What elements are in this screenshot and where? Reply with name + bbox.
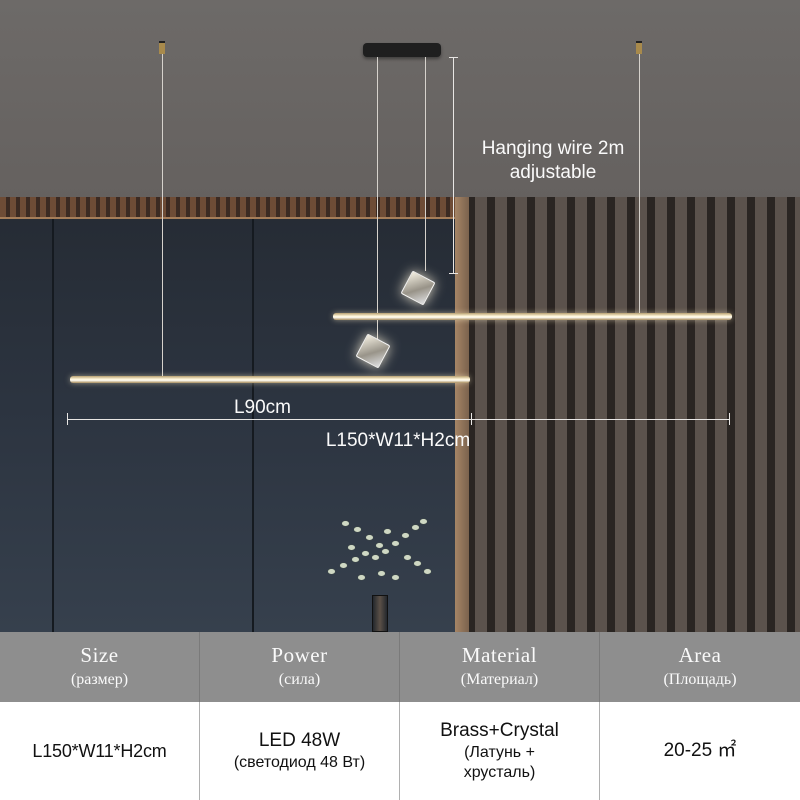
header-area-ru: (Площадь) (663, 671, 737, 688)
wall-edge (455, 197, 469, 632)
wire (425, 57, 426, 271)
header-area-en: Area (678, 643, 722, 667)
dim-tick (449, 273, 458, 274)
dim-tick (449, 57, 458, 58)
dim-tick (729, 413, 730, 425)
header-material-ru: (Материал) (460, 671, 539, 688)
power-value-ru: (светодиод 48 Вт) (233, 754, 366, 771)
cell-area: 20-25 ㎡ (600, 702, 800, 800)
header-material: Material (Материал) (400, 632, 600, 702)
header-material-en: Material (461, 643, 538, 667)
panel-seam (52, 219, 54, 632)
header-size-en: Size (80, 643, 119, 667)
header-area: Area (Площадь) (600, 632, 800, 702)
product-photo: Hanging wire 2m adjustable L90cm L150*W1… (0, 0, 800, 632)
cell-size: L150*W11*H2cm (0, 702, 200, 800)
dim-tick (471, 413, 472, 425)
header-power-en: Power (271, 643, 328, 667)
header-power-ru: (сила) (278, 671, 321, 688)
vase (372, 595, 388, 632)
panel-seam (252, 219, 254, 632)
material-value-ru-line2: хрусталь) (463, 764, 536, 781)
length-dimension-line (67, 419, 730, 420)
wire (639, 54, 640, 314)
header-size: Size (размер) (0, 632, 200, 702)
slatted-wall (455, 197, 800, 632)
ceiling-mount-right (636, 41, 642, 54)
long-bar-dimensions-label: L150*W11*H2cm (325, 430, 471, 451)
power-value: LED 48W (258, 730, 341, 751)
area-value: 20-25 ㎡ (663, 740, 737, 761)
decor-plant (318, 515, 438, 632)
spec-table-header: Size (размер) Power (сила) Material (Мат… (0, 632, 800, 702)
wire (162, 54, 163, 376)
wire (377, 57, 378, 339)
short-bar-length-label: L90cm (233, 397, 292, 418)
material-value: Brass+Crystal (440, 720, 559, 741)
cell-material: Brass+Crystal (Латунь + хрусталь) (400, 702, 600, 800)
hanging-wire-line1: Hanging wire 2m (481, 138, 625, 159)
light-bar-short (70, 376, 470, 383)
header-power: Power (сила) (200, 632, 400, 702)
hanging-wire-line2: adjustable (509, 162, 597, 183)
spec-table-body: L150*W11*H2cm LED 48W (светодиод 48 Вт) … (0, 702, 800, 800)
wood-slat-band (0, 197, 455, 219)
cell-power: LED 48W (светодиод 48 Вт) (200, 702, 400, 800)
dark-panel-wall (0, 219, 455, 632)
ceiling-canopy (363, 43, 441, 57)
light-bar-long (333, 313, 732, 320)
size-value: L150*W11*H2cm (32, 741, 167, 761)
spec-table: Size (размер) Power (сила) Material (Мат… (0, 632, 800, 800)
ceiling (0, 0, 800, 200)
wire-dimension-line (453, 57, 454, 274)
header-size-ru: (размер) (70, 671, 129, 688)
hanging-wire-label: Hanging wire 2m adjustable (445, 137, 661, 185)
dim-tick (67, 413, 68, 425)
ceiling-mount-left (159, 41, 165, 54)
material-value-ru-line1: (Латунь + (464, 744, 535, 761)
